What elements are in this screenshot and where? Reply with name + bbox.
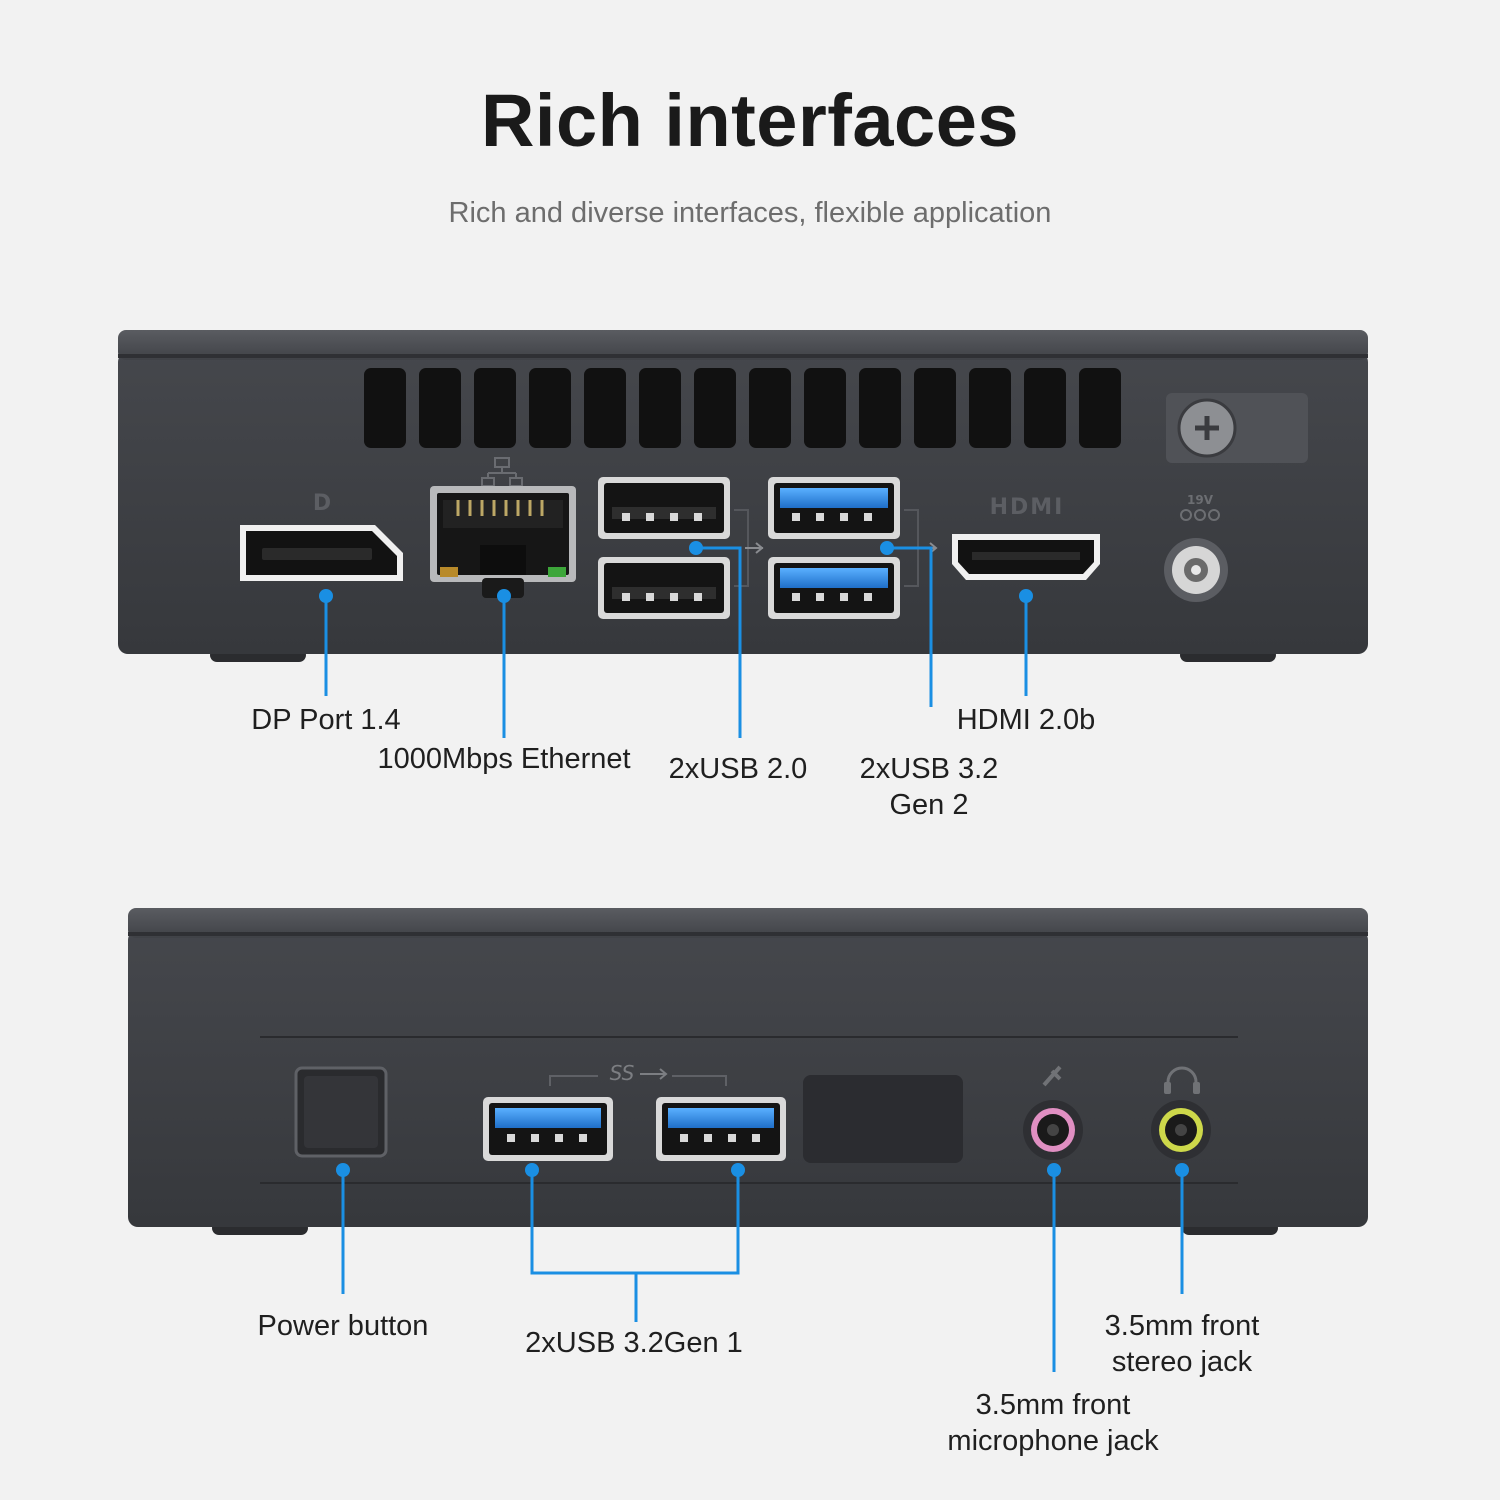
front-lid (128, 908, 1368, 938)
polarity-icon (1180, 509, 1220, 521)
label-mic-line2: microphone jack (947, 1425, 1159, 1457)
rear-lid (118, 330, 1368, 360)
label-mic-line1: 3.5mm front (975, 1389, 1131, 1421)
power-button (294, 1066, 388, 1158)
usb-icon (745, 542, 764, 554)
rear-device: D (118, 330, 1368, 662)
label-power-button: Power button (257, 1310, 429, 1342)
rear-callouts (319, 541, 1033, 738)
ethernet-led-green (548, 567, 566, 577)
ethernet-led-amber (440, 567, 458, 577)
dc-power-jack: 19V (1164, 493, 1228, 602)
ir-window (803, 1075, 963, 1163)
dp-logo-icon: D (313, 491, 331, 516)
power-rating-label: 19V (1187, 493, 1214, 507)
label-usb32-gen2-line1: 2xUSB 3.2 (859, 753, 999, 785)
label-usb32-gen2-line2: Gen 2 (889, 789, 969, 821)
headphone-jack (1151, 1066, 1211, 1160)
label-hdmi: HDMI 2.0b (956, 704, 1096, 736)
microphone-icon (1042, 1065, 1062, 1087)
hdmi-logo-icon: HDMI (990, 495, 1065, 520)
label-dp-port: DP Port 1.4 (251, 704, 401, 736)
ss-mark: SS (610, 1061, 635, 1085)
label-stereo-line2: stereo jack (1111, 1346, 1253, 1378)
label-mic-jack: 3.5mm front microphone jack (947, 1387, 1158, 1459)
label-usb32-gen2: 2xUSB 3.2 Gen 2 (860, 751, 999, 823)
usb2-ports (598, 477, 764, 619)
vent-grille (364, 368, 1121, 448)
front-device: SS (128, 908, 1368, 1235)
microphone-jack (1023, 1065, 1083, 1160)
label-stereo-jack: 3.5mm front stereo jack (1105, 1308, 1260, 1380)
headphone-icon (1166, 1066, 1198, 1090)
page-title: Rich interfaces (480, 79, 1020, 162)
label-usb32-gen1: 2xUSB 3.2Gen 1 (525, 1327, 743, 1359)
usb-ss-logo-icon: SS (549, 1061, 727, 1086)
usb32-gen2-ports (768, 477, 938, 619)
front-callouts (336, 1163, 1189, 1372)
screw-icon (1166, 393, 1308, 463)
label-ethernet: 1000Mbps Ethernet (377, 743, 631, 775)
label-stereo-line1: 3.5mm front (1104, 1310, 1260, 1342)
label-usb2: 2xUSB 2.0 (668, 753, 808, 785)
ethernet-port (430, 457, 576, 598)
page-subtitle: Rich and diverse interfaces, flexible ap… (448, 197, 1052, 229)
usb32-gen1-ports (483, 1097, 786, 1161)
displayport-port: D (240, 491, 403, 581)
hdmi-port: HDMI (952, 495, 1100, 580)
